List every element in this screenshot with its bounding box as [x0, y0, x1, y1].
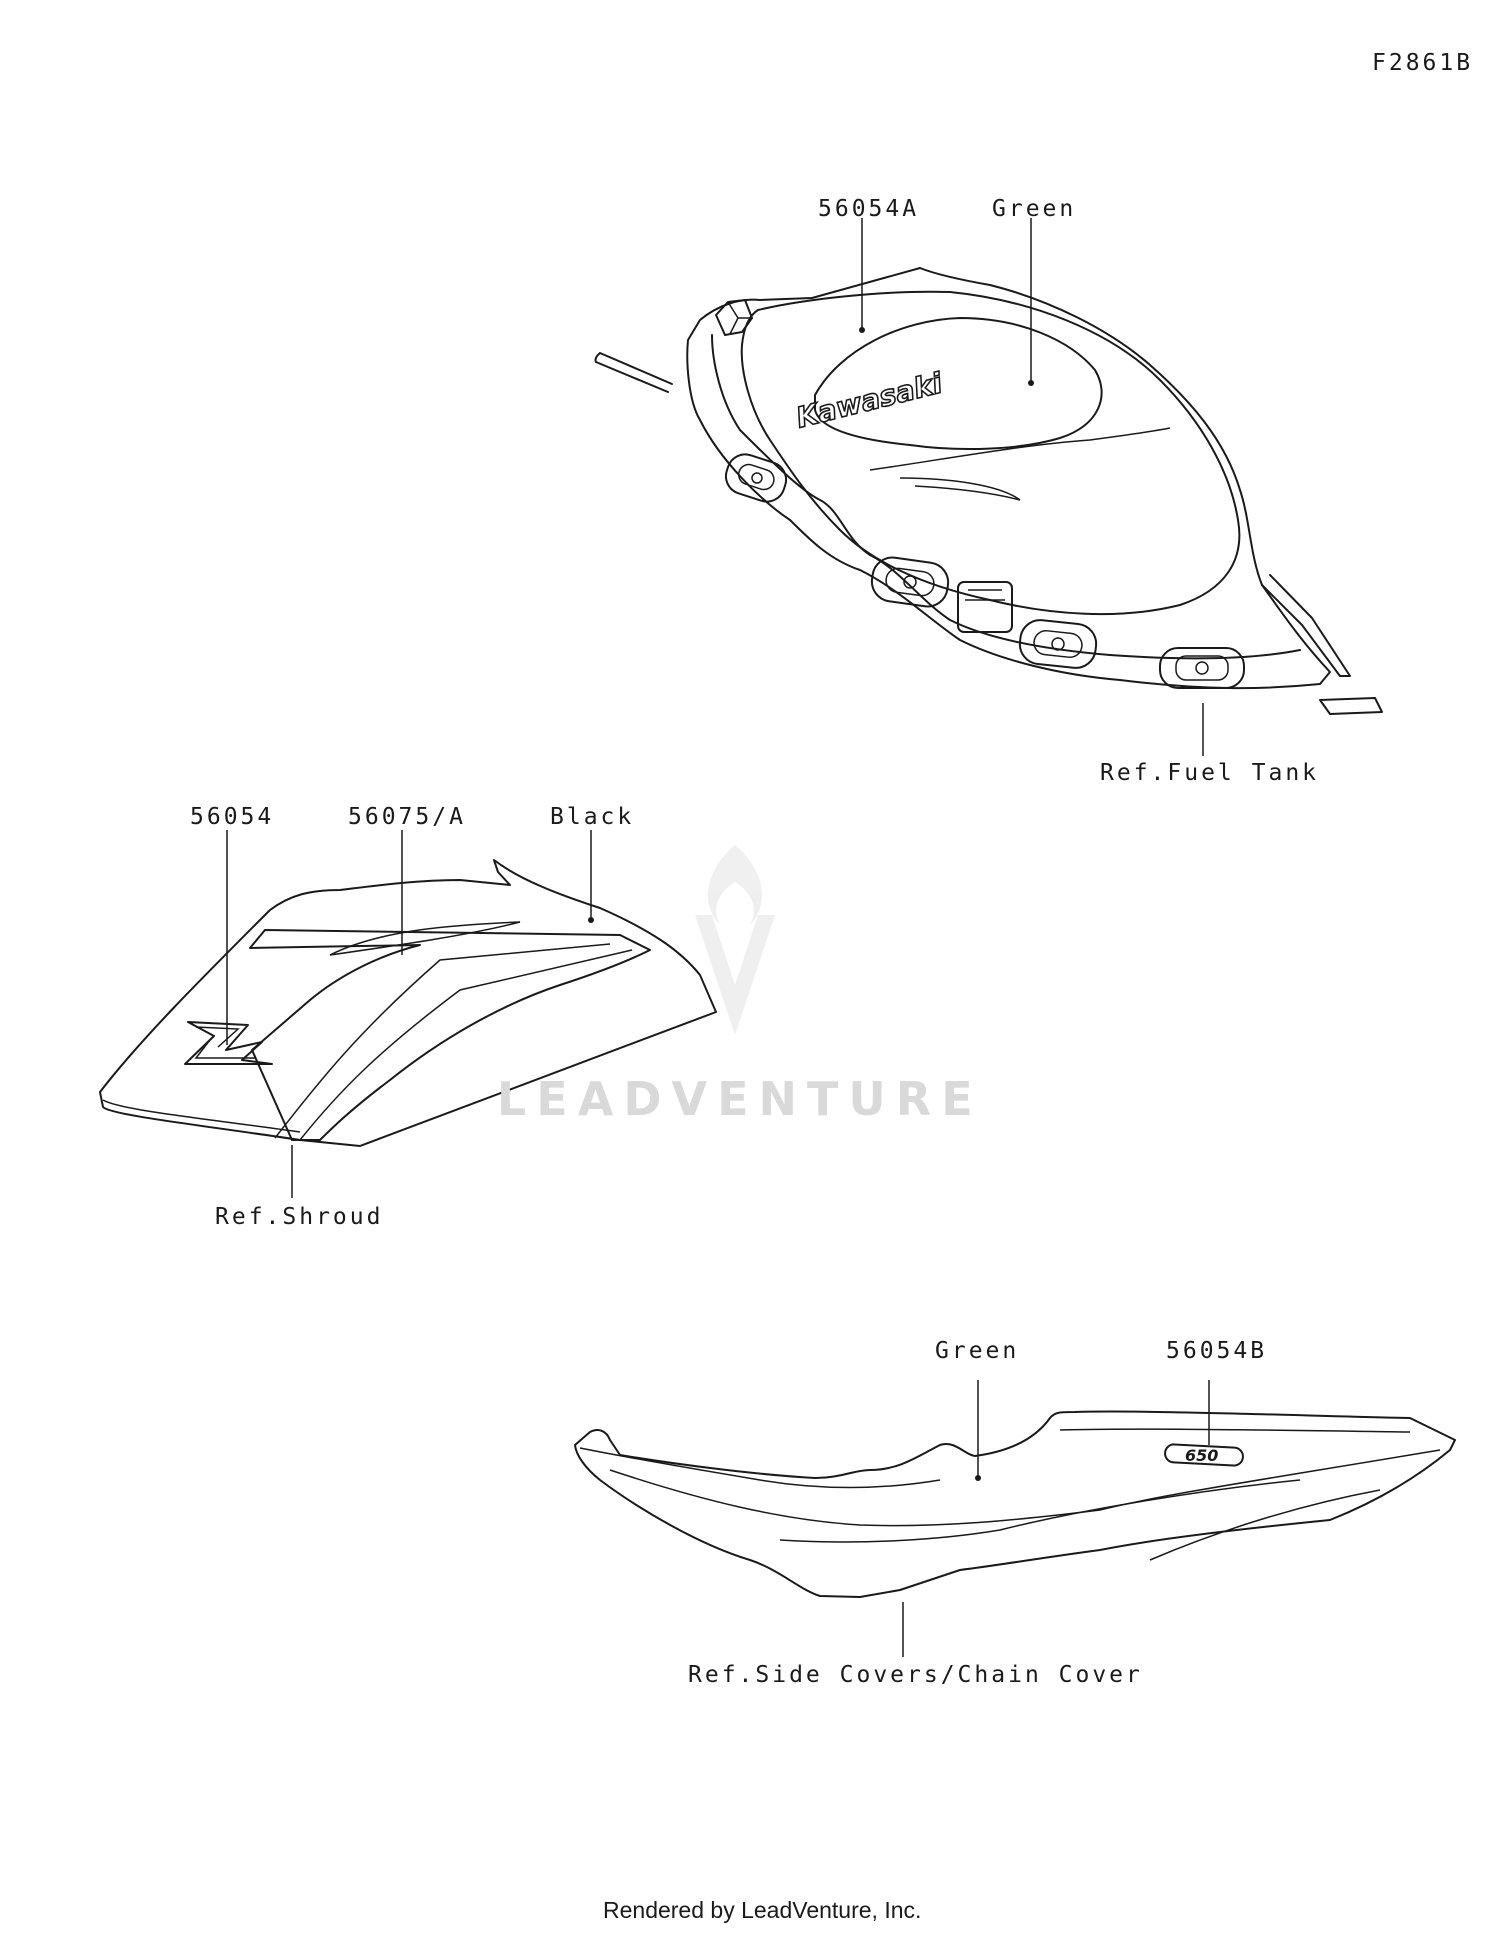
watermark-logo — [695, 845, 775, 1035]
mount-slot — [870, 556, 950, 608]
650-logo: 650 — [1185, 1446, 1218, 1465]
fuel-tank-drawing — [594, 267, 1383, 715]
diagram-code: F2861B — [1372, 50, 1474, 76]
shroud-stripe-part-number: 56075/A — [348, 804, 466, 830]
mount-slot — [1159, 647, 1245, 689]
fuel-tank-part-number: 56054A — [818, 196, 920, 222]
shroud-drawing — [99, 859, 717, 1147]
kawasaki-logo: Kawasaki — [793, 366, 946, 434]
shroud-part-number: 56054 — [190, 804, 275, 830]
fuel-tank-ref-label: Ref.Fuel Tank — [1100, 760, 1320, 786]
side-cover-part-number: 56054B — [1166, 1338, 1268, 1364]
mount-slot — [957, 581, 1013, 633]
watermark-text: LEADVENTURE — [497, 1072, 983, 1126]
side-cover-drawing — [574, 1410, 1456, 1598]
footer-credit: Rendered by LeadVenture, Inc. — [603, 1897, 922, 1923]
shroud-ref-label: Ref.Shroud — [215, 1204, 384, 1230]
side-cover-ref-label: Ref.Side Covers/Chain Cover — [688, 1662, 1143, 1688]
mount-slot — [1018, 619, 1098, 669]
mount-slot — [724, 453, 788, 503]
shroud-color-label: Black — [550, 804, 635, 830]
side-cover-color-label: Green — [935, 1338, 1020, 1364]
fuel-tank-color-label: Green — [992, 196, 1077, 222]
